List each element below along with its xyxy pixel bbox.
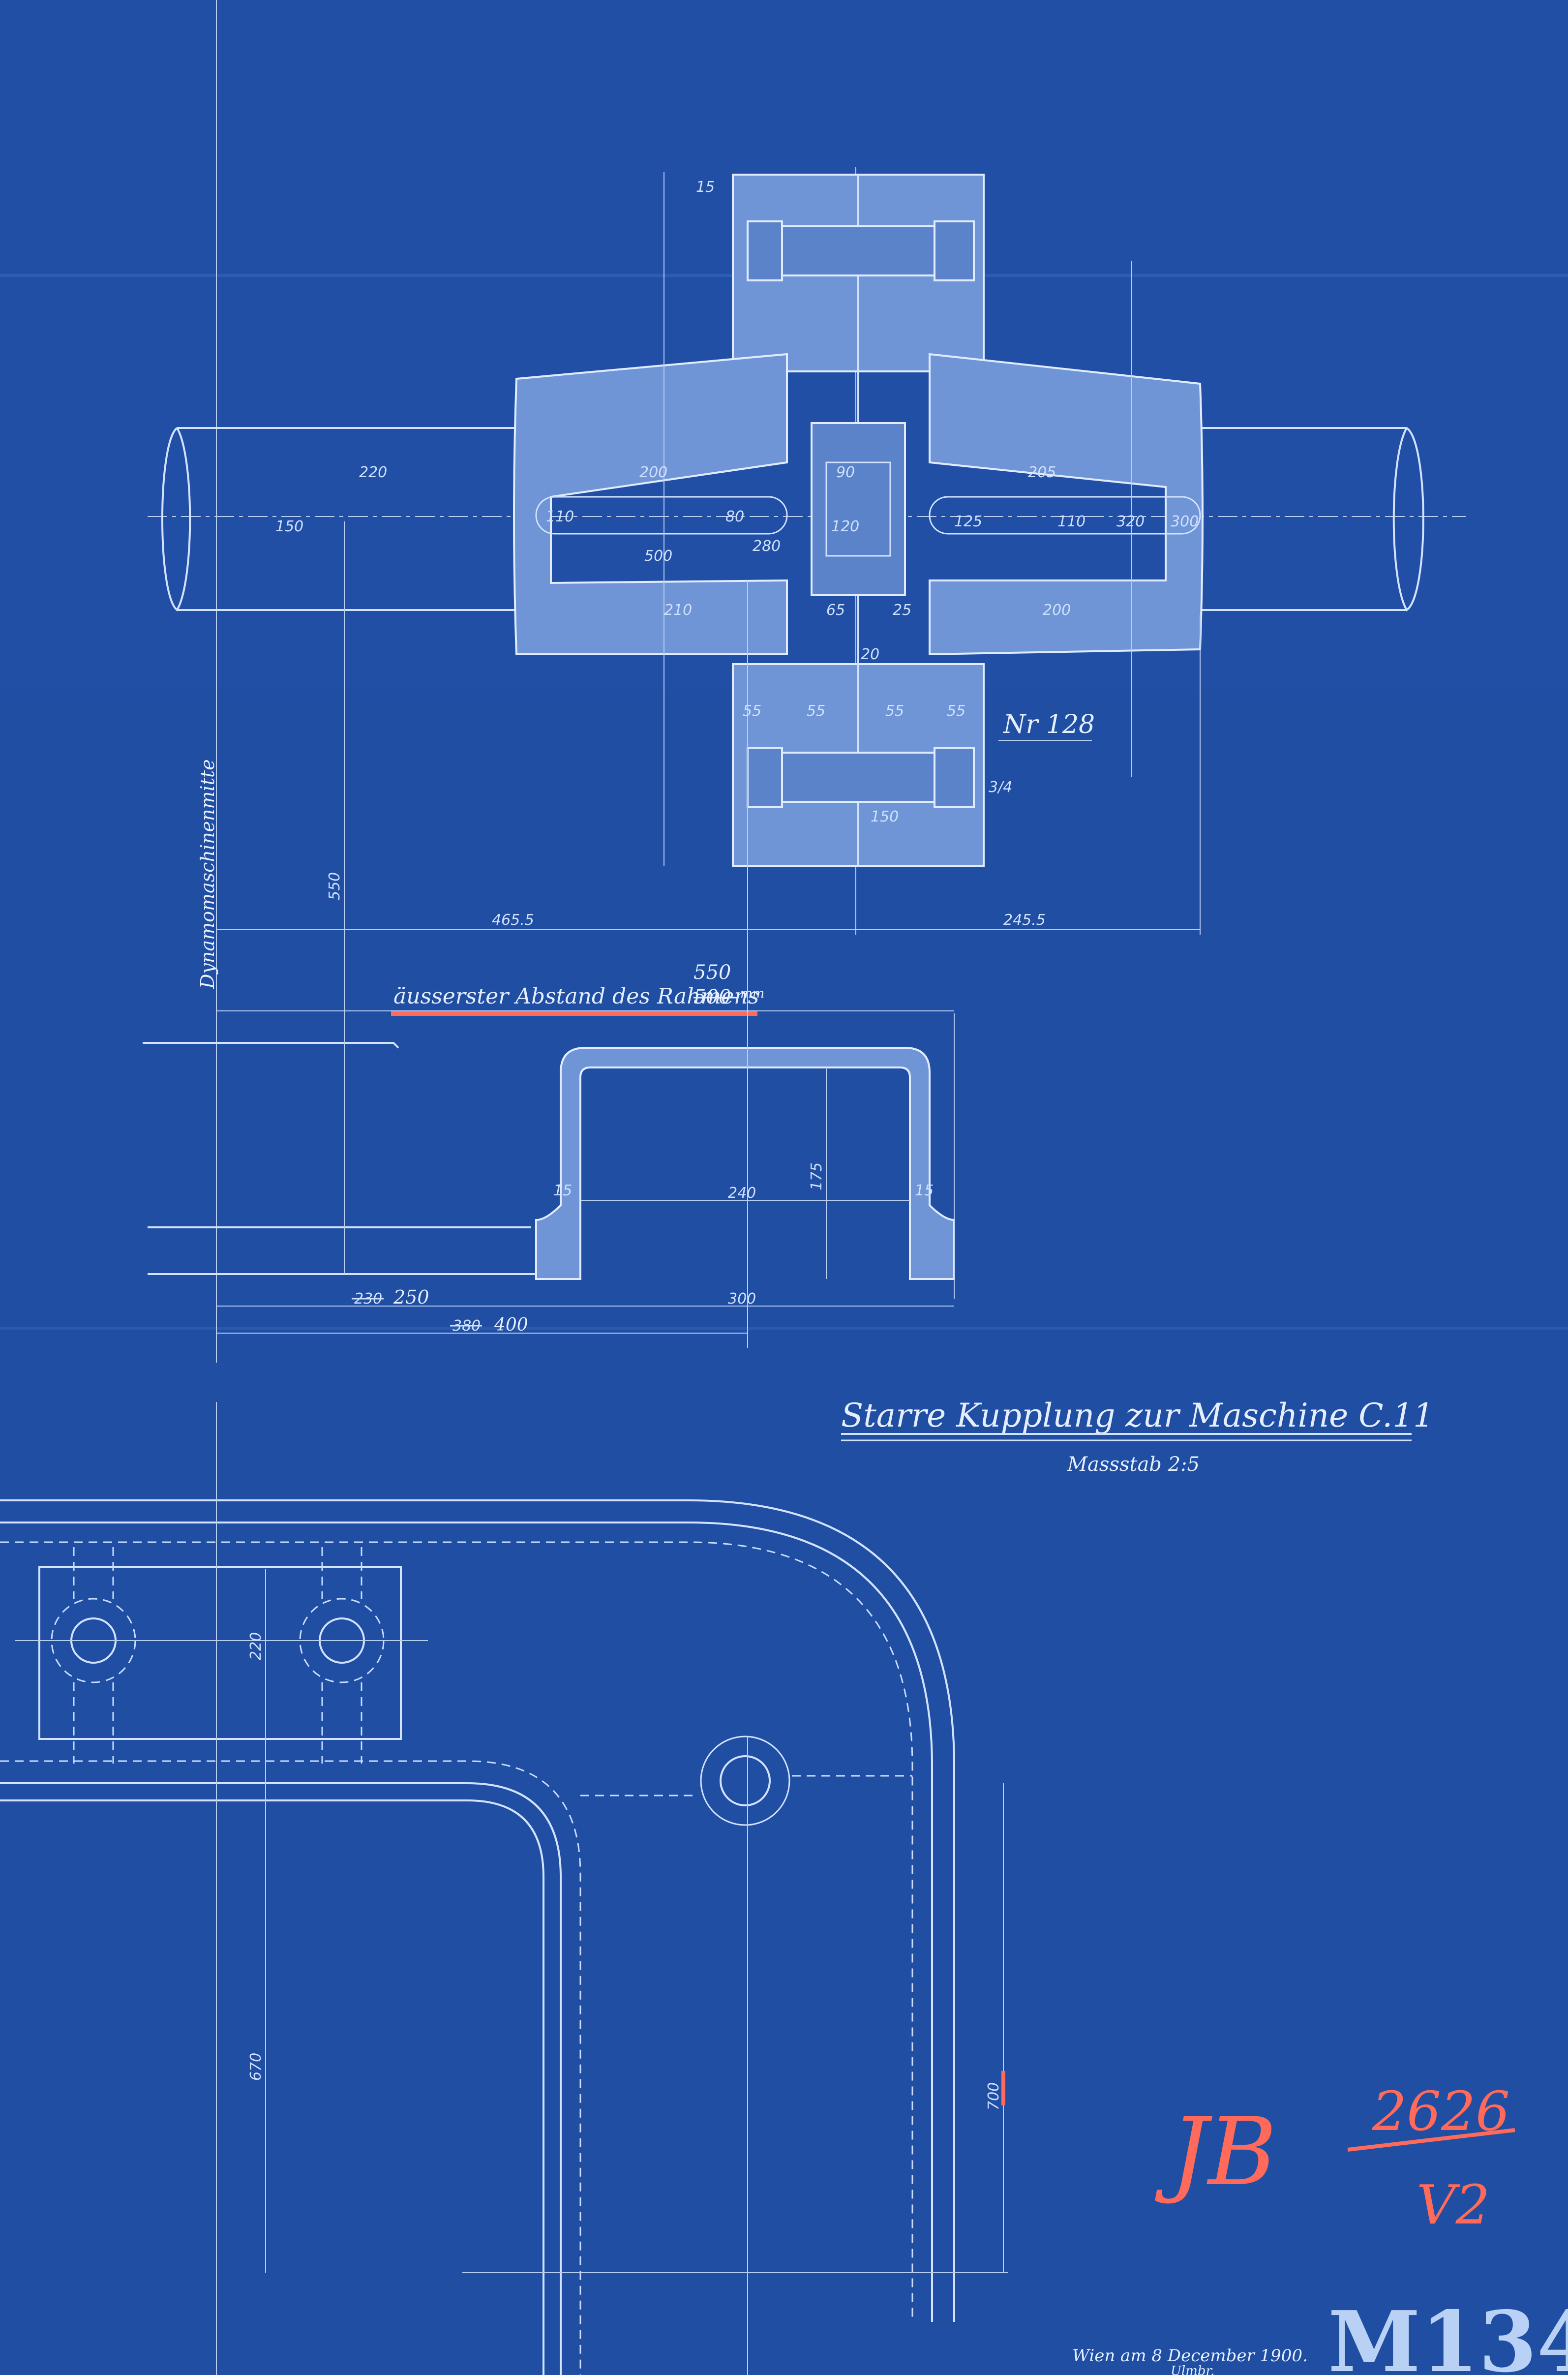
dim-500: 500 <box>644 548 672 565</box>
dim-25: 25 <box>893 602 911 619</box>
dim-175: 175 <box>808 1162 825 1190</box>
part-number: Nr 128 <box>1002 710 1095 739</box>
signature: Ulmbr. <box>1171 2364 1214 2375</box>
dim-300b: 300 <box>728 1290 756 1308</box>
dim-465-5: 465.5 <box>492 912 534 929</box>
drawing-scale: Massstab 2:5 <box>1067 1453 1200 1476</box>
dim-320: 320 <box>1116 513 1145 530</box>
dim-245-5: 245.5 <box>1003 912 1046 929</box>
frame-distance-label: äusserster Abstand des Rahmens <box>393 984 759 1009</box>
dim-120: 120 <box>831 518 859 535</box>
sheet-code: M134 <box>1328 2293 1568 2375</box>
dim-15b: 15 <box>915 1182 934 1199</box>
dim-200b: 200 <box>1043 602 1071 619</box>
frame-plan-view: 220 670 700 <box>0 1402 1008 2375</box>
dim-65: 65 <box>826 602 845 619</box>
dim-110b: 110 <box>1057 513 1086 530</box>
dim-150: 150 <box>275 518 303 535</box>
dim-15: 15 <box>696 179 715 196</box>
dim-240: 240 <box>728 1185 756 1202</box>
dim-150b: 150 <box>871 808 899 825</box>
frame-distance-unit: mm <box>740 986 764 1001</box>
dim-110: 110 <box>546 508 574 525</box>
dim-280: 280 <box>753 538 781 555</box>
dim-20: 20 <box>861 646 879 663</box>
dim-400-new: 400 <box>494 1315 528 1335</box>
dim-80: 80 <box>725 508 744 525</box>
handwritten-reference: JB <box>1155 2098 1277 2206</box>
dim-15a: 15 <box>553 1182 572 1199</box>
dim-55c: 55 <box>885 702 904 720</box>
dim-550: 550 <box>326 872 343 900</box>
dim-125: 125 <box>954 513 982 530</box>
dim-55b: 55 <box>807 702 825 720</box>
bolt-size: 3/4 <box>989 779 1012 796</box>
coupling-section-view: 15 220 200 150 110 500 80 280 120 90 65 … <box>148 0 1466 1363</box>
title-block: Starre Kupplung zur Maschine C.11 Massst… <box>841 1397 1434 1476</box>
reference-stamp: JB 2626 V2 Wien am 8 December 1900. Ulmb… <box>1072 2080 1568 2375</box>
frame-distance-new: 550 <box>694 961 731 984</box>
centerline-label: Dynamomaschinenmitte <box>197 759 218 989</box>
dim-250-new: 250 <box>393 1286 429 1308</box>
reference-number-bottom: V2 <box>1417 2173 1490 2236</box>
dim-220: 220 <box>359 464 387 481</box>
dim-210: 210 <box>664 602 692 619</box>
drawing-title: Starre Kupplung zur Maschine C.11 <box>841 1397 1434 1434</box>
dim-700: 700 <box>985 2082 1002 2110</box>
dim-90: 90 <box>836 464 855 481</box>
dim-200: 200 <box>639 464 667 481</box>
dim-670: 670 <box>247 2053 265 2081</box>
dim-220b: 220 <box>247 1632 265 1660</box>
dim-55a: 55 <box>743 702 761 720</box>
frame-detail-view: äusserster Abstand des Rahmens 550 500 m… <box>143 521 955 1348</box>
dim-205: 205 <box>1028 464 1056 481</box>
dim-300: 300 <box>1171 513 1199 530</box>
date-line: Wien am 8 December 1900. <box>1072 2346 1308 2366</box>
dim-55d: 55 <box>947 702 965 720</box>
